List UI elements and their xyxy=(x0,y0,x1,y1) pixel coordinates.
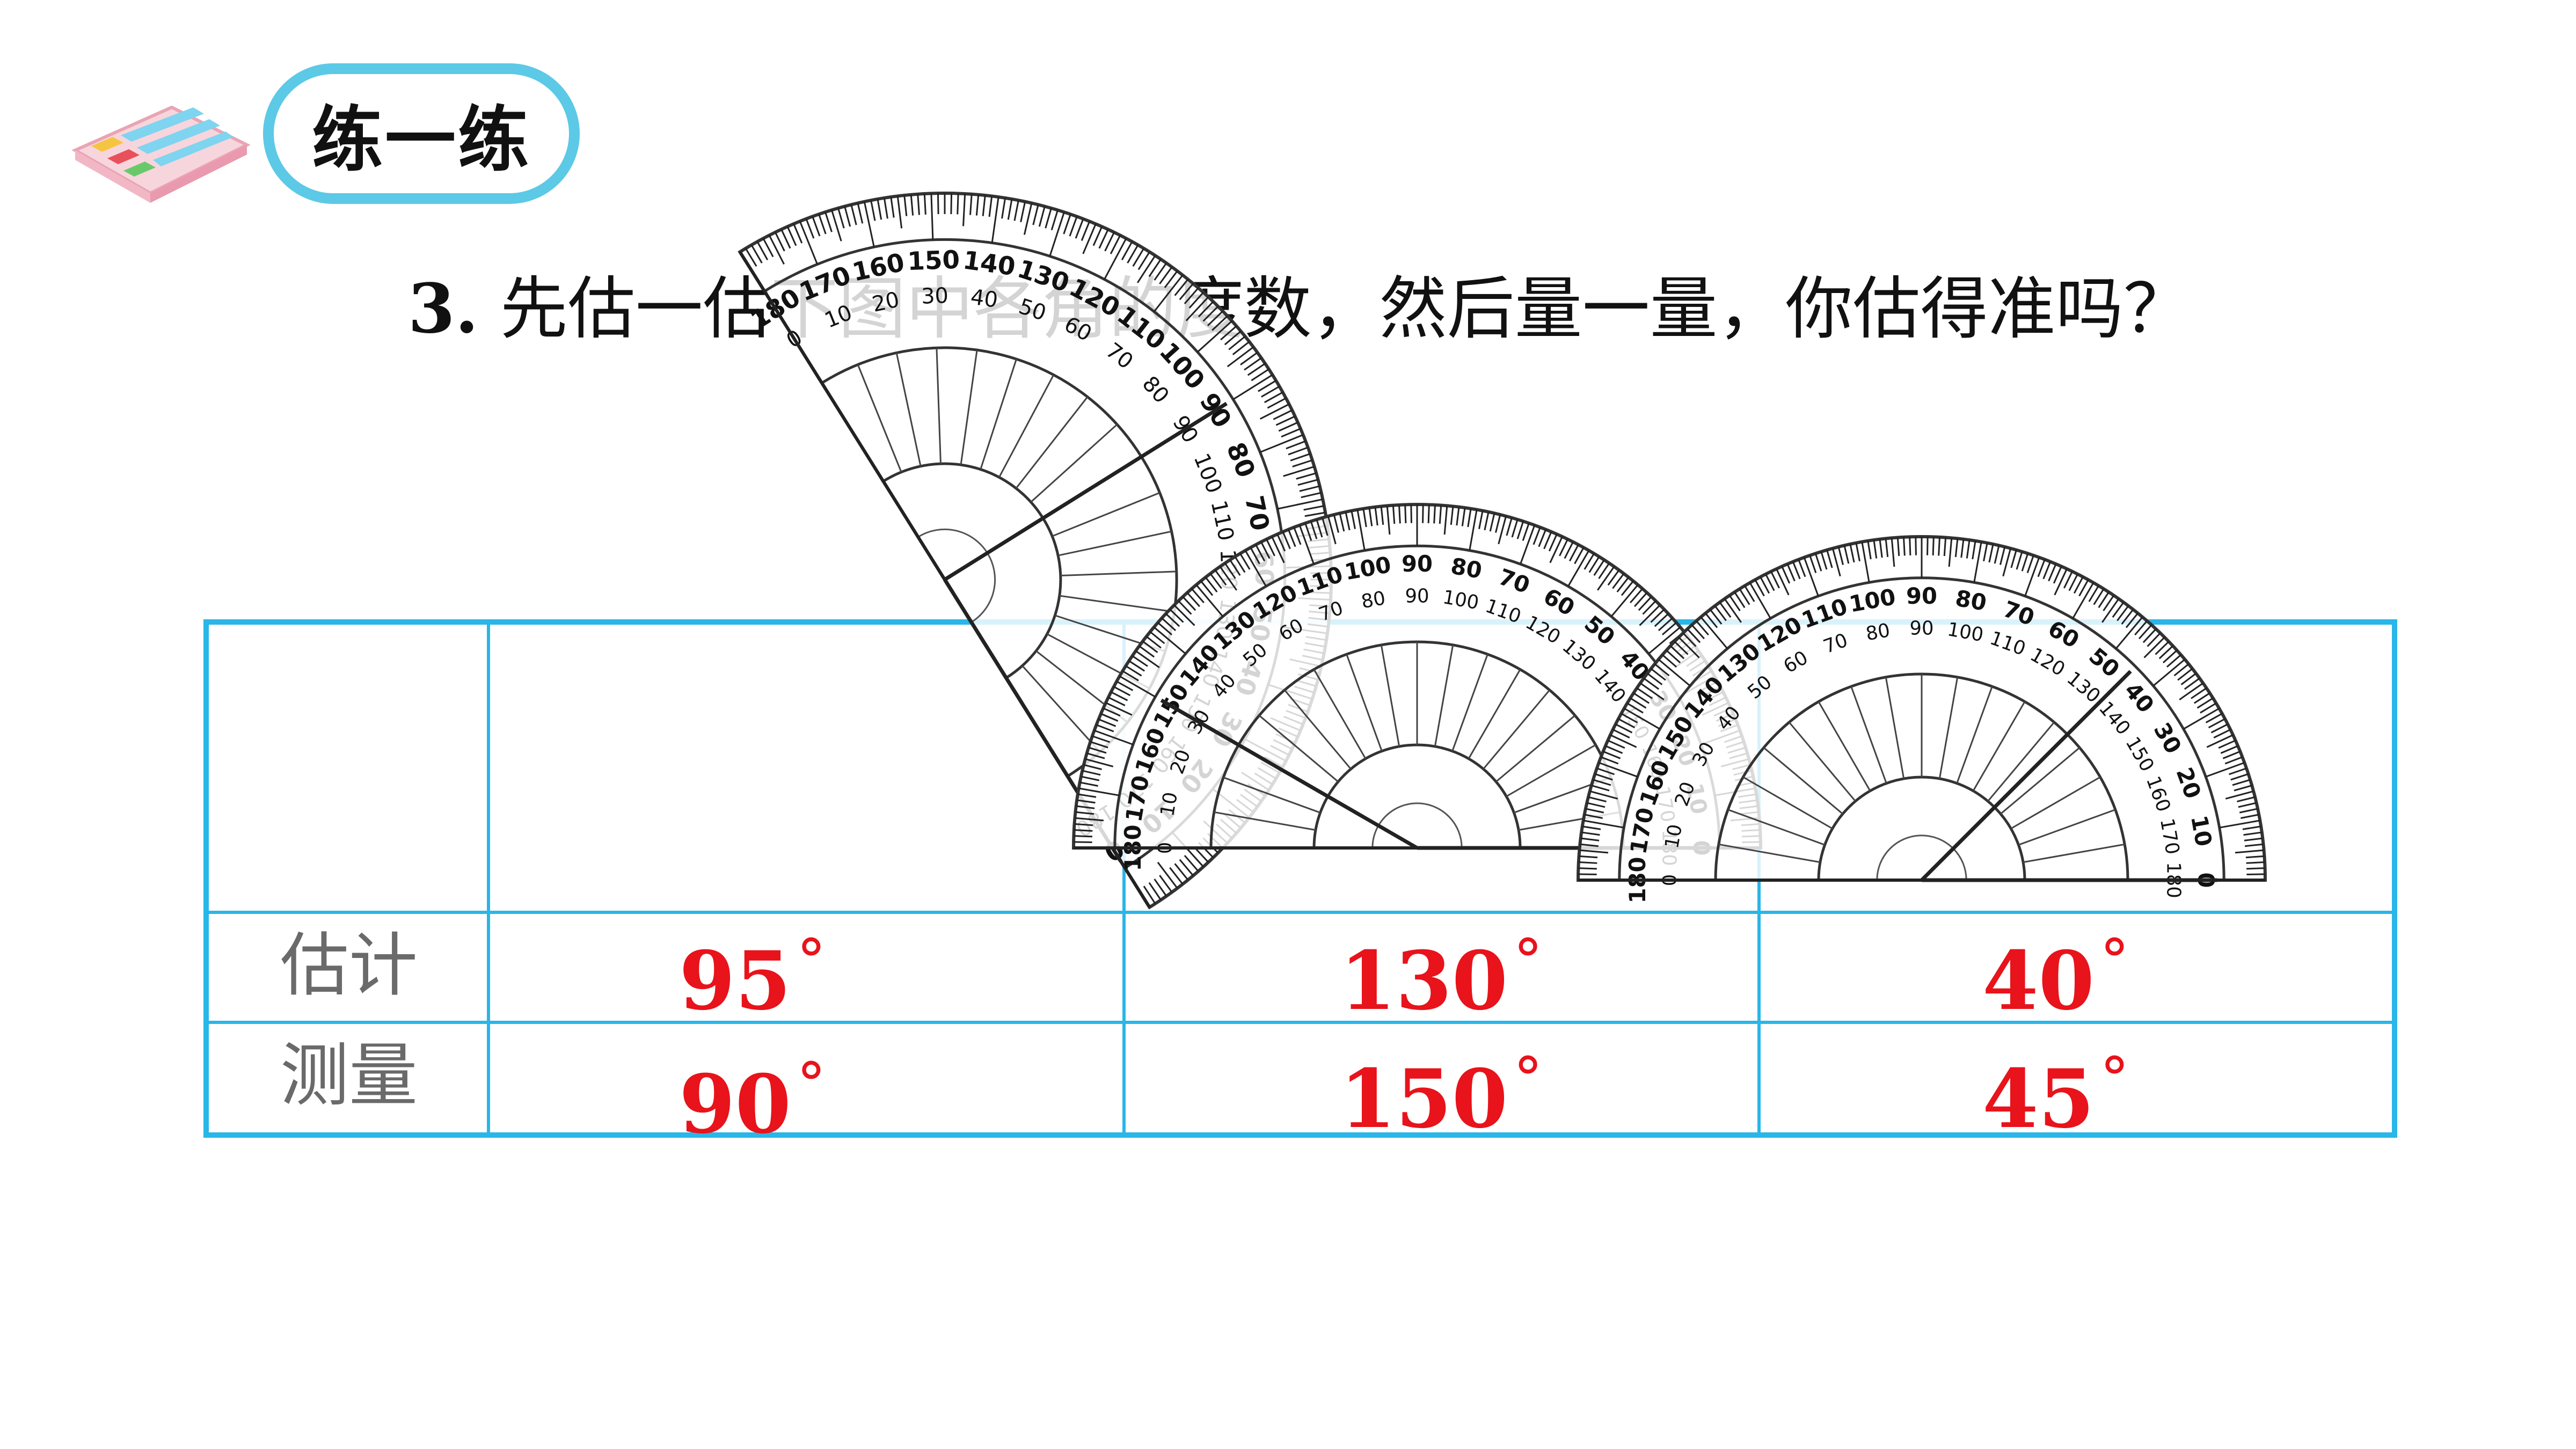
angle-arm xyxy=(1920,670,2132,882)
estimate-value-1: 95° xyxy=(679,926,826,1028)
measure-value-1: 90° xyxy=(679,1050,826,1152)
protractor-inner-label: 10 xyxy=(1156,791,1182,818)
worksheet-icon xyxy=(71,105,251,203)
row-label-estimate: 估计 xyxy=(280,926,418,1006)
angle-arm xyxy=(1160,698,1418,850)
protractor-2: 0180101702016030150401405013060120701108… xyxy=(1071,503,1763,871)
measure-value-3: 45° xyxy=(1982,1044,2129,1146)
protractor-inner-label: 90 xyxy=(1910,617,1934,639)
angle-arm xyxy=(944,401,1228,581)
protractor-outer-label: 150 xyxy=(907,246,961,276)
protractor-outer-label: 10 xyxy=(2186,813,2217,848)
section-title-badge: 练一练 xyxy=(263,63,580,204)
protractor-inner-label: 80 xyxy=(1864,619,1892,645)
row-label-measure: 测量 xyxy=(280,1036,418,1116)
protractor-inner-label: 40 xyxy=(969,284,999,313)
protractor-outer-label: 140 xyxy=(961,246,1017,282)
protractor-outer-label: 90 xyxy=(1906,583,1937,609)
protractor-inner-label: 10 xyxy=(1661,823,1687,850)
protractor-inner-label: 80 xyxy=(1360,587,1387,613)
protractor-outer-label: 80 xyxy=(1953,585,1989,616)
estimate-value-3: 40° xyxy=(1982,926,2129,1028)
protractor-inner-label: 30 xyxy=(921,283,948,309)
protractor-outer-label: 70 xyxy=(1239,493,1274,533)
protractor-outer-label: 90 xyxy=(1402,551,1433,577)
protractor-inner-label: 90 xyxy=(1405,585,1429,607)
question-number: 3. xyxy=(408,269,479,348)
measure-value-2: 150° xyxy=(1339,1044,1543,1146)
estimate-value-2: 130° xyxy=(1339,926,1543,1028)
protractor-outer-label: 80 xyxy=(1449,553,1484,584)
protractor-3: 0180101702016030150401405013060120701108… xyxy=(1576,535,2267,903)
protractor-inner-label: 20 xyxy=(870,287,902,317)
section-title: 练一练 xyxy=(312,98,531,181)
